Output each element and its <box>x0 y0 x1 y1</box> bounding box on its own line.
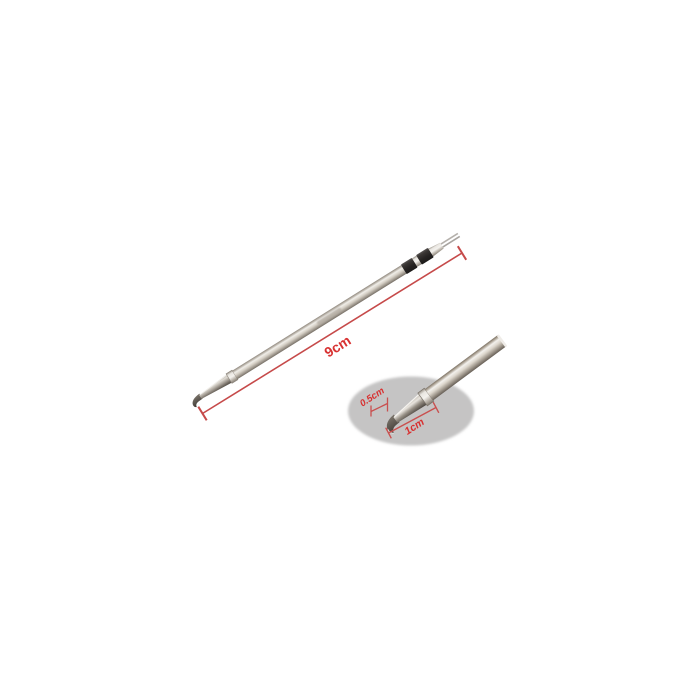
overall-dimension-left-tick <box>197 406 208 421</box>
tip-dimension <box>385 401 440 439</box>
inset-shaft <box>424 334 507 401</box>
inset-shaft-cut-end <box>496 334 508 348</box>
bend-dimension-line <box>370 402 388 413</box>
tip-dimension-left-tick <box>385 427 392 439</box>
tip-dimension-line <box>388 406 437 434</box>
overall-length-dimension <box>197 245 468 421</box>
separator-ring <box>412 255 422 267</box>
contact-band-rear <box>401 258 418 274</box>
inset-cone-top-highlight <box>393 394 420 418</box>
inset-cone-section <box>393 394 427 423</box>
end-cap <box>428 242 444 257</box>
tip-dimension-right-tick <box>432 401 440 414</box>
connector-pin-bottom <box>442 235 461 248</box>
cone-top-highlight <box>199 374 227 395</box>
connector-pin-top <box>440 232 459 245</box>
magnified-tip-inset: 0.5cm 1cm <box>348 334 508 446</box>
main-tool-assembly <box>192 232 461 408</box>
overall-dimension-line <box>202 252 463 415</box>
inset-tip-assembly <box>386 334 508 434</box>
contact-band-front <box>416 248 434 265</box>
cone-section <box>199 374 232 399</box>
bent-hook-tip <box>192 393 203 408</box>
overall-dimension-right-tick <box>456 245 468 261</box>
shaft-faint-marking <box>316 307 342 325</box>
bend-dimension <box>370 397 389 417</box>
